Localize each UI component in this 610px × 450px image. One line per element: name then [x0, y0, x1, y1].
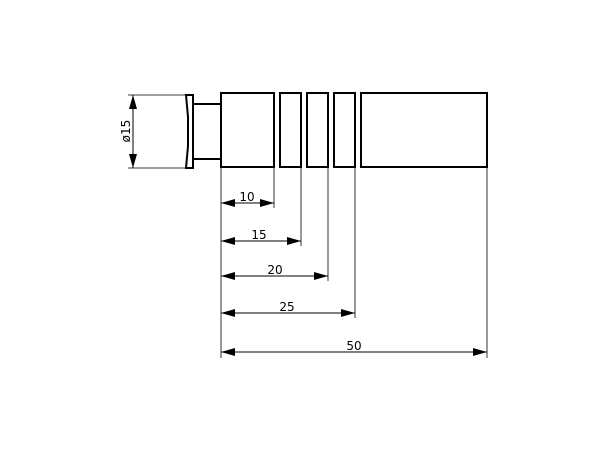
- segment-20: [306, 92, 329, 168]
- diameter-arrow-top: [129, 95, 137, 109]
- dim-20-arrow-right: [314, 272, 328, 280]
- dim-25-label: 25: [279, 300, 294, 314]
- segment-25: [333, 92, 356, 168]
- dim-25-arrow-right: [341, 309, 355, 317]
- dim-15-arrow-left: [221, 237, 235, 245]
- dim-25-arrow-left: [221, 309, 235, 317]
- segment-50: [360, 92, 488, 168]
- dim-10-arrow-right: [260, 199, 274, 207]
- end-cap: [184, 94, 194, 169]
- neck: [192, 103, 222, 160]
- segment-10: [220, 92, 275, 168]
- diameter-label: ø15: [119, 120, 133, 143]
- part-outline: [184, 92, 488, 169]
- dim-50-label: 50: [346, 339, 361, 353]
- extension-lines: [220, 167, 488, 358]
- dim-50-arrow-left: [221, 348, 235, 356]
- dim-50-arrow-right: [473, 348, 487, 356]
- length-dimension-25: 25: [221, 300, 355, 317]
- dim-15-label: 15: [251, 228, 266, 242]
- length-dimension-50: 50: [221, 339, 487, 356]
- dim-10-arrow-left: [221, 199, 235, 207]
- diameter-arrow-bottom: [129, 154, 137, 168]
- dim-10-label: 10: [239, 190, 254, 204]
- length-dimension-10: 10: [221, 190, 274, 207]
- diameter-dimension: ø15: [119, 94, 186, 169]
- dim-15-arrow-right: [287, 237, 301, 245]
- dim-20-label: 20: [267, 263, 282, 277]
- segment-15: [279, 92, 302, 168]
- length-dimension-20: 20: [221, 263, 328, 280]
- length-dimension-15: 15: [221, 228, 301, 245]
- dim-20-arrow-left: [221, 272, 235, 280]
